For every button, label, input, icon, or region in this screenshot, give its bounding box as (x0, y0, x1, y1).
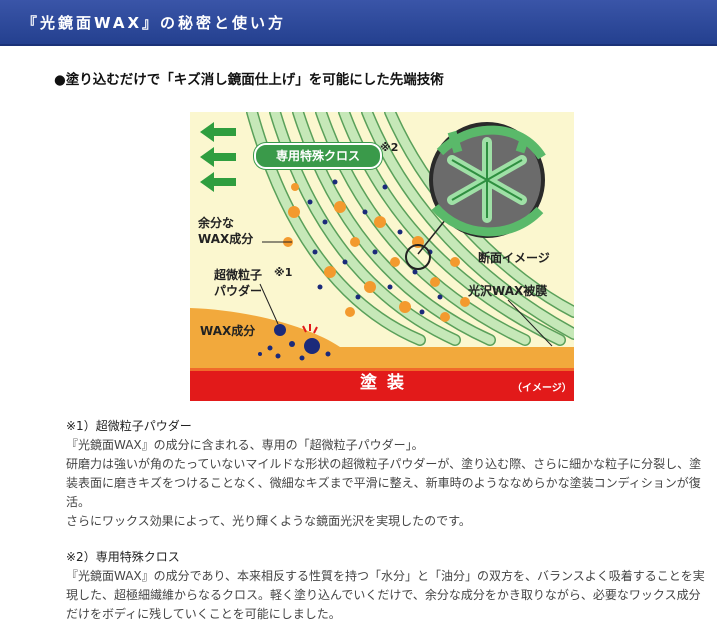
image-tag: （イメージ） (512, 383, 572, 394)
spark-mark (302, 324, 318, 334)
note-1-paragraph: 研磨力は強いが角のたっていないマイルドな形状の超微粒子パウダーが、塗り込む際、さ… (66, 457, 702, 509)
excess-wax-label-line2: WAX成分 (198, 232, 254, 246)
header-title: 『光鏡面WAX』の秘密と使い方 (22, 14, 287, 32)
note-1-paragraph: さらにワックス効果によって、光り輝くような鏡面光沢を実現したのです。 (66, 514, 471, 528)
note-2-title: ※2）専用特殊クロス (66, 550, 180, 564)
note-2: ※2）専用特殊クロス 『光鏡面WAX』の成分であり、本来相反する性質を持つ「水分… (66, 548, 706, 624)
note-1: ※1）超微粒子パウダー 『光鏡面WAX』の成分に含まれる、専用の「超微粒子パウダ… (66, 417, 706, 531)
wax-component-label: WAX成分 (200, 324, 256, 338)
arrow-left-icon (200, 172, 236, 192)
leader-lines (259, 241, 553, 347)
excess-wax-label-line1: 余分な (198, 216, 235, 230)
gloss-film-label: 光沢WAX被膜 (468, 284, 548, 298)
cross-section-label: 断面イメージ (478, 251, 550, 265)
powder-label-line1: 超微粒子 (214, 268, 263, 282)
coating-label: 塗装 (360, 373, 414, 393)
section-headline: ●塗り込むだけで「キズ消し鏡面仕上げ」を可能にした先端技術 (54, 72, 444, 88)
surface-particles (258, 324, 331, 361)
micro-powder-particles (307, 179, 443, 315)
arrow-left-icon (200, 147, 236, 167)
note-2-paragraph: 『光鏡面WAX』の成分であり、本来相反する性質を持つ「水分」と「油分」の双方を、… (66, 569, 705, 621)
wax-mechanism-figure: 専用特殊クロス ※2 余分な WAX成分 超微粒子 ※1 パウダー WAX成分 … (190, 112, 574, 401)
wax-layer (190, 308, 574, 370)
cloth-note: ※2 (380, 141, 399, 154)
cross-section-magnifier (405, 122, 546, 270)
powder-note: ※1 (274, 266, 293, 279)
arrow-left-icon (200, 122, 236, 142)
note-1-paragraph: 『光鏡面WAX』の成分に含まれる、専用の「超微粒子パウダー」。 (66, 438, 424, 452)
note-1-title: ※1）超微粒子パウダー (66, 419, 192, 433)
cloth-label: 専用特殊クロス (254, 143, 382, 169)
page-header: 『光鏡面WAX』の秘密と使い方 (0, 0, 717, 46)
excess-wax-particles (283, 183, 470, 322)
powder-label-line2: パウダー (214, 284, 263, 298)
wipe-direction-arrows (200, 122, 236, 192)
coating-layer (190, 370, 574, 401)
